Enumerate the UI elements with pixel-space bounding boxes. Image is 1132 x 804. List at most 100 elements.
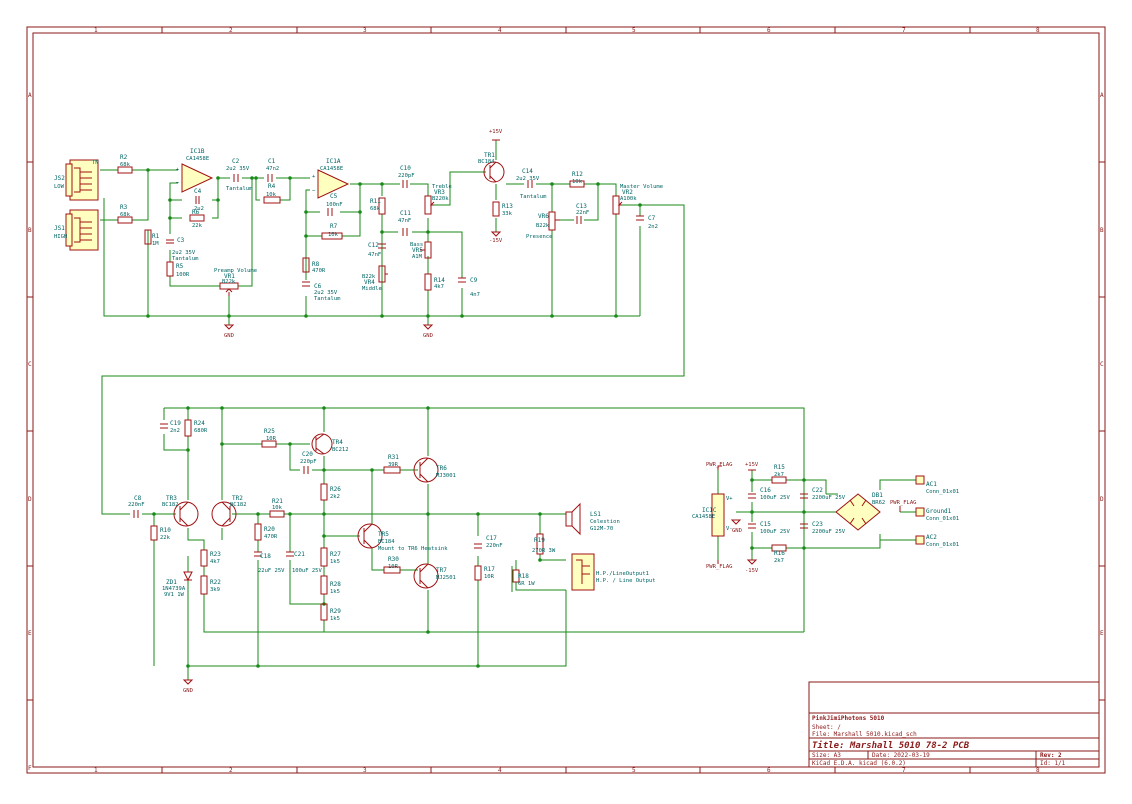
svg-text:+: + (176, 167, 180, 173)
svg-text:Celestion: Celestion (590, 519, 620, 525)
svg-text:TR1: TR1 (484, 152, 495, 159)
svg-text:−: − (312, 188, 316, 194)
svg-text:2200uF 25V: 2200uF 25V (812, 495, 846, 501)
svg-text:Middle: Middle (362, 286, 382, 292)
jack-js1: JS1 HIGH (54, 209, 99, 251)
svg-text:100R: 100R (176, 272, 190, 278)
svg-text:VR2: VR2 (622, 189, 633, 196)
svg-text:2200uF 25V: 2200uF 25V (812, 529, 846, 535)
svg-text:PWR_FLAG: PWR_FLAG (706, 462, 733, 468)
svg-text:VR4: VR4 (364, 279, 375, 286)
svg-text:R2: R2 (120, 154, 128, 161)
svg-text:R29: R29 (330, 608, 341, 615)
svg-text:2u2 35V: 2u2 35V (172, 250, 196, 256)
js2-ref: JS2 (54, 175, 65, 182)
svg-text:R28: R28 (330, 581, 341, 588)
grid-col-4: 4 (498, 767, 502, 774)
title-tool: KiCad E.D.A. kicad (6.0.2) (812, 760, 906, 767)
svg-text:39R: 39R (388, 462, 399, 468)
svg-text:220pF: 220pF (398, 173, 415, 179)
power-p15-psu: +15V (745, 462, 759, 471)
svg-text:270R 3W: 270R 3W (532, 548, 556, 554)
svg-text:C23: C23 (812, 521, 823, 528)
jack-js2: JS2 LOW TN (54, 159, 99, 201)
svg-text:IC1C: IC1C (702, 507, 717, 514)
svg-text:Conn_01x01: Conn_01x01 (926, 516, 959, 522)
svg-text:TR2: TR2 (232, 495, 243, 502)
svg-text:22nF: 22nF (576, 210, 589, 216)
grid-row-e: E (28, 630, 32, 637)
svg-text:LS1: LS1 (590, 511, 601, 518)
grid-col-7: 7 (902, 27, 906, 34)
svg-text:Conn_01x01: Conn_01x01 (926, 542, 959, 548)
svg-text:1k5: 1k5 (330, 589, 340, 595)
svg-text:47nF: 47nF (398, 218, 411, 224)
svg-text:2k7: 2k7 (774, 558, 784, 564)
svg-text:680R: 680R (194, 428, 208, 434)
svg-text:6R 1W: 6R 1W (518, 581, 535, 587)
svg-text:33k: 33k (502, 211, 513, 217)
svg-text:22k: 22k (160, 535, 171, 541)
svg-text:R13: R13 (502, 203, 513, 210)
js2-pin-tn: TN (92, 160, 99, 166)
svg-text:Presence: Presence (526, 234, 553, 240)
svg-text:68k: 68k (370, 206, 381, 212)
grid-col-4: 4 (498, 27, 502, 34)
svg-text:9V1 1W: 9V1 1W (164, 592, 185, 598)
svg-text:C18: C18 (260, 553, 271, 560)
svg-text:Conn_01x01: Conn_01x01 (926, 489, 959, 495)
svg-text:PWR_FLAG: PWR_FLAG (890, 500, 917, 506)
svg-text:10R: 10R (266, 436, 277, 442)
grid-row-b: B (28, 227, 32, 234)
svg-text:B22k: B22k (222, 279, 236, 285)
svg-text:R25: R25 (264, 428, 275, 435)
svg-text:C5: C5 (330, 193, 338, 200)
svg-text:B22k: B22k (536, 223, 550, 229)
grid-col-6: 6 (767, 27, 771, 34)
svg-text:VR1: VR1 (224, 273, 235, 280)
svg-text:100nF: 100nF (326, 202, 343, 208)
svg-text:2k2: 2k2 (330, 494, 340, 500)
svg-text:R11: R11 (370, 198, 381, 205)
svg-text:R27: R27 (330, 551, 341, 558)
svg-text:R16: R16 (774, 550, 785, 557)
svg-text:C10: C10 (400, 165, 411, 172)
svg-text:100uF 25V: 100uF 25V (292, 568, 322, 574)
grid-col-1: 1 (94, 27, 98, 34)
svg-text:-15V: -15V (489, 238, 503, 244)
svg-text:C11: C11 (400, 210, 411, 217)
psu-wires (717, 470, 916, 560)
svg-text:C3: C3 (177, 237, 185, 244)
svg-text:C2: C2 (232, 158, 240, 165)
svg-text:R5: R5 (176, 263, 184, 270)
svg-text:2u2 35V: 2u2 35V (314, 290, 338, 296)
opamp-ic1b: +− IC1B CA1458E (176, 148, 214, 193)
grid-row-a: A (1100, 92, 1104, 99)
svg-text:220pF: 220pF (300, 459, 317, 465)
svg-text:10R: 10R (484, 574, 495, 580)
title-text: Title: Marshall 5010 78-2 PCB (812, 740, 970, 751)
